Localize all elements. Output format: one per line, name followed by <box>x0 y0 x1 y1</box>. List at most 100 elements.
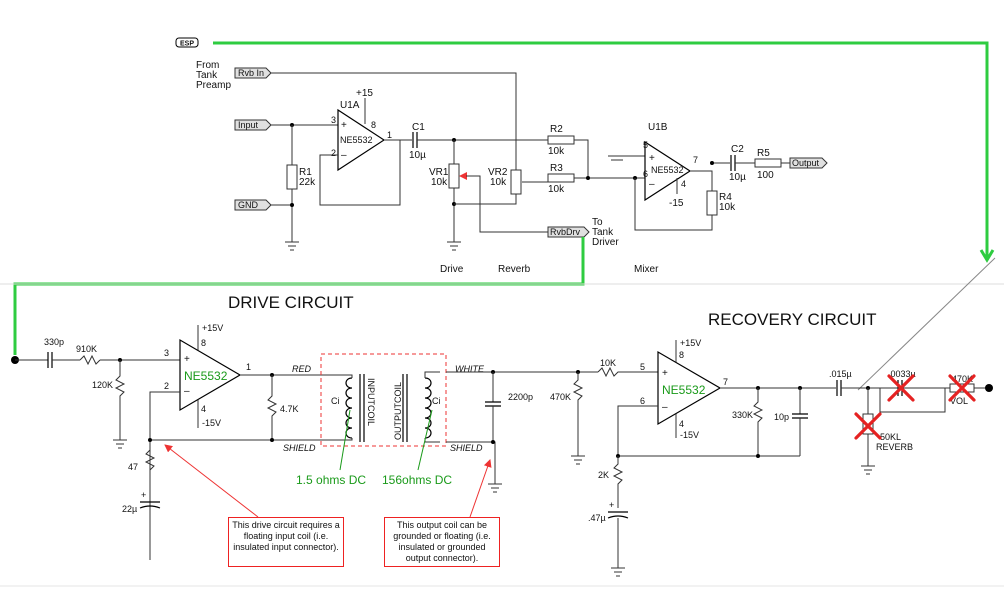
svg-text:+: + <box>341 120 347 131</box>
c2200-label: 2200p <box>508 392 533 402</box>
shield-left-label: SHIELD <box>283 443 316 453</box>
reverb-caption: Reverb <box>498 264 531 275</box>
input-coil-dc: 1.5 ohms DC <box>296 473 366 487</box>
svg-text:5: 5 <box>640 362 645 372</box>
r2-value: 10k <box>548 146 565 157</box>
vr2-value: 10k <box>490 177 507 188</box>
svg-text:GND: GND <box>238 200 259 210</box>
svg-text:2: 2 <box>164 381 169 391</box>
svg-text:RvbDrv: RvbDrv <box>550 227 581 237</box>
svg-text:8: 8 <box>201 338 206 348</box>
r470b-label: 470K <box>952 374 973 384</box>
c015-label: .015µ <box>829 369 852 379</box>
r1-value: 22k <box>299 177 316 188</box>
r4-value: 10k <box>719 202 736 213</box>
r4-label: R4 <box>719 192 732 203</box>
output-tag: Output <box>789 157 828 169</box>
from-tank-line1: From <box>196 60 219 71</box>
u1b-label: U1B <box>648 122 668 133</box>
input-tag: Input <box>234 119 272 131</box>
c10p-label: 10p <box>774 412 789 422</box>
recovery-plus15: +15V <box>680 338 701 348</box>
rvbdrv-tag: RvbDrv <box>547 226 590 238</box>
svg-text:Output: Output <box>792 158 820 168</box>
u1a-part: NE5532 <box>340 135 373 145</box>
u1a-plus15: +15 <box>356 88 373 99</box>
r10k-label: 10K <box>600 358 616 368</box>
recovery-minus15: -15V <box>680 430 699 440</box>
white-wire-label: WHITE <box>455 364 485 374</box>
drive-plus15: +15V <box>202 323 223 333</box>
drive-minus15: -15V <box>202 418 221 428</box>
rvb-in-tag: Rvb In <box>234 67 272 79</box>
recovery-circuit-title: RECOVERY CIRCUIT <box>708 310 876 329</box>
svg-text:–: – <box>649 179 655 190</box>
highlight-wire-output <box>213 41 989 258</box>
svg-text:–: – <box>662 402 668 413</box>
drive-opamp-label: NE5532 <box>184 369 228 383</box>
vr2-label: VR2 <box>488 167 508 178</box>
svg-text:Rvb In: Rvb In <box>238 68 264 78</box>
drive-circuit-title: DRIVE CIRCUIT <box>228 293 354 312</box>
output-coil-label: OUTPUTCOIL <box>393 382 403 440</box>
drive-circuit: DRIVE CIRCUIT 330p 910K 120K + – NE5532 … <box>11 293 354 560</box>
pot50-label: 50KL <box>880 432 901 442</box>
svg-text:4: 4 <box>679 419 684 429</box>
output-coil-dc: 156ohms DC <box>382 473 452 487</box>
to-tank-line1: To <box>592 217 603 228</box>
red-wire-label: RED <box>292 364 312 374</box>
svg-text:4: 4 <box>201 404 206 414</box>
svg-text:3: 3 <box>331 115 336 125</box>
svg-text:1: 1 <box>387 130 392 140</box>
esp-logo: ESP <box>175 37 199 48</box>
svg-text:+: + <box>184 354 190 365</box>
vol-label: VOL <box>950 396 968 406</box>
recovery-circuit: RECOVERY CIRCUIT 470K 10K + – NE5532 5 6… <box>550 310 993 577</box>
vr1-value: 10k <box>431 177 448 188</box>
r47k-label: 4.7K <box>280 404 299 414</box>
svg-text:+: + <box>141 490 146 500</box>
c1-value: 10µ <box>409 150 426 161</box>
removed-mark-pot <box>854 412 882 440</box>
svg-text:2: 2 <box>331 148 336 158</box>
tank-coils: Ci INPUTCOIL OUTPUTCOIL Ci WHITE SHIELD … <box>296 353 598 493</box>
svg-text:–: – <box>184 386 190 397</box>
r5-label: R5 <box>757 148 770 159</box>
pot-reverb-label: REVERB <box>876 442 913 452</box>
removed-mark-vol <box>948 374 976 402</box>
svg-text:ESP: ESP <box>180 41 194 48</box>
c1-label: C1 <box>412 122 425 133</box>
vr1-label: VR1 <box>429 167 449 178</box>
u1b-minus15: -15 <box>669 198 684 209</box>
c330-label: 330p <box>44 337 64 347</box>
removed-mark-cap <box>887 374 915 402</box>
u1b-part: NE5532 <box>651 165 684 175</box>
top-schematic: ESP From Tank Preamp Rvb In Input R1 22k… <box>175 37 828 275</box>
r910-label: 910K <box>76 344 97 354</box>
r2-label: R2 <box>550 124 563 135</box>
gnd-tag: GND <box>234 199 272 211</box>
c0033-label: .0033µ <box>888 369 916 379</box>
r1-label: R1 <box>299 167 312 178</box>
from-tank-line3: Preamp <box>196 80 231 91</box>
from-tank-line2: Tank <box>196 70 218 81</box>
svg-text:+: + <box>609 500 614 510</box>
c2-value: 10µ <box>729 172 746 183</box>
r470-label: 470K <box>550 392 571 402</box>
r47-label: 47 <box>128 462 138 472</box>
u1a-label: U1A <box>340 100 360 111</box>
to-tank-line2: Tank <box>592 227 614 238</box>
c22-label: 22µ <box>122 504 137 514</box>
svg-text:7: 7 <box>723 377 728 387</box>
svg-text:+: + <box>662 368 668 379</box>
ci-input: Ci <box>331 396 340 406</box>
svg-text:–: – <box>341 150 347 161</box>
r5-value: 100 <box>757 170 774 181</box>
output-coil-note: This output coil can be grounded or floa… <box>384 517 500 567</box>
input-coil-label: INPUTCOIL <box>366 378 376 426</box>
r2k-label: 2K <box>598 470 609 480</box>
svg-text:Input: Input <box>238 120 259 130</box>
drive-caption: Drive <box>440 264 464 275</box>
svg-text:7: 7 <box>693 155 698 165</box>
r3-label: R3 <box>550 163 563 174</box>
